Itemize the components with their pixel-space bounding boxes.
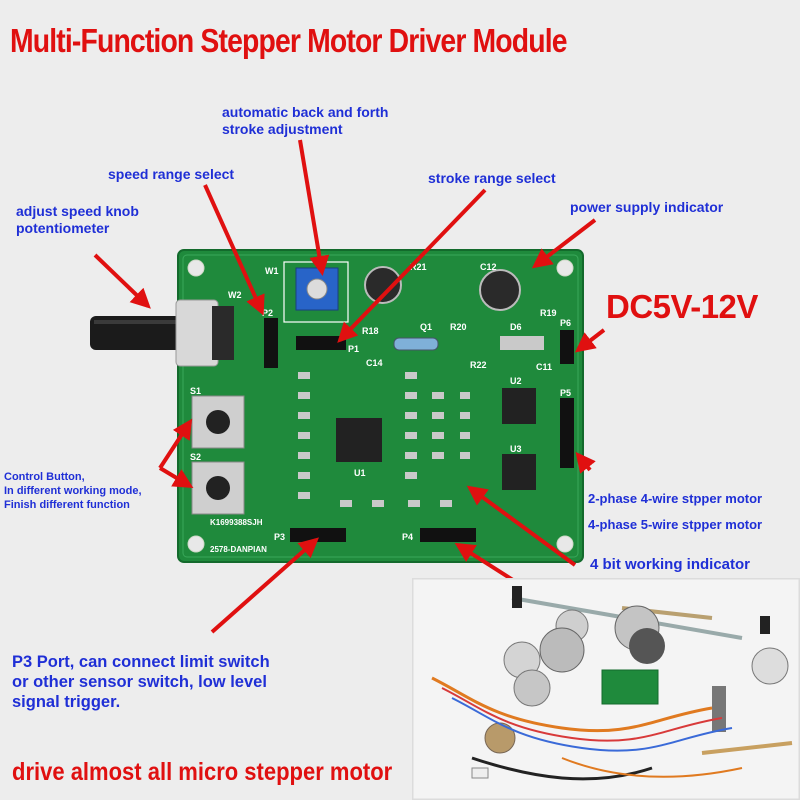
silkscreen-labels: W1 W2 P2 P1 P6 P5 P3 P4 S1 S2 U1 U2 U3 Q… — [190, 262, 571, 554]
label-stroke-range: stroke range select — [428, 170, 556, 186]
silk-r20: R20 — [450, 322, 467, 332]
silk-c11: C11 — [536, 362, 552, 372]
silk-p1: P1 — [348, 344, 359, 354]
silk-w2: W2 — [228, 290, 242, 300]
label-control-1: Control Button, — [4, 471, 85, 483]
label-motor-4phase: 4-phase 5-wire stpper motor — [588, 517, 763, 532]
silk-u2: U2 — [510, 376, 522, 386]
label-auto-stroke-1: automatic back and forth — [222, 104, 389, 120]
speed-knob-potentiometer — [90, 299, 234, 367]
label-speed-knob-2: potentiometer — [16, 220, 110, 236]
label-speed-knob-1: adjust speed knob — [16, 203, 139, 219]
label-control-2: In different working mode, — [4, 485, 142, 497]
silk-r19: R19 — [540, 308, 557, 318]
silk-code2: 2578-DANPIAN — [210, 545, 267, 554]
voltage-label: DC5V-12V — [606, 288, 758, 325]
ic-u2 — [502, 388, 536, 424]
silk-q1: Q1 — [420, 322, 432, 332]
label-control-3: Finish different function — [4, 499, 130, 511]
silk-p5: P5 — [560, 388, 571, 398]
silk-c12: C12 — [480, 262, 497, 272]
silk-c14: C14 — [366, 358, 383, 368]
silk-p4: P4 — [402, 532, 413, 542]
silk-r18: R18 — [362, 326, 379, 336]
silk-code1: K1699388SJH — [210, 518, 263, 527]
label-motor-2phase: 2-phase 4-wire stpper motor — [588, 491, 763, 506]
silk-u3: U3 — [510, 444, 522, 454]
label-p3-3: signal trigger. — [12, 693, 121, 711]
silk-p6: P6 — [560, 318, 571, 328]
silk-d6: D6 — [510, 322, 522, 332]
pin-headers — [264, 318, 574, 542]
silk-p2: P2 — [262, 308, 273, 318]
ic-u3 — [502, 454, 536, 490]
label-power-indicator: power supply indicator — [570, 199, 724, 215]
silk-s2: S2 — [190, 452, 201, 462]
silk-r22: R22 — [470, 360, 487, 370]
pcb-board — [177, 249, 584, 563]
tactile-switches — [191, 395, 245, 515]
label-speed-range: speed range select — [108, 166, 235, 182]
capacitor — [364, 266, 402, 304]
ic-u1 — [336, 418, 382, 462]
capacitor — [479, 269, 521, 311]
silk-w1: W1 — [265, 266, 279, 276]
page-title: Multi-Function Stepper Motor Driver Modu… — [10, 22, 568, 59]
silk-u1: U1 — [354, 468, 366, 478]
label-auto-stroke-2: stroke adjustment — [222, 121, 343, 137]
label-working-indicator: 4 bit working indicator — [590, 556, 751, 573]
footer-text: drive almost all micro stepper motor — [12, 758, 393, 786]
label-p3-1: P3 Port, can connect limit switch — [12, 653, 270, 671]
silk-s1: S1 — [190, 386, 201, 396]
silk-r21: R21 — [410, 262, 427, 272]
silk-p3: P3 — [274, 532, 285, 542]
inset-motors-photo — [412, 578, 800, 800]
label-p3-2: or other sensor switch, low level — [12, 673, 267, 691]
